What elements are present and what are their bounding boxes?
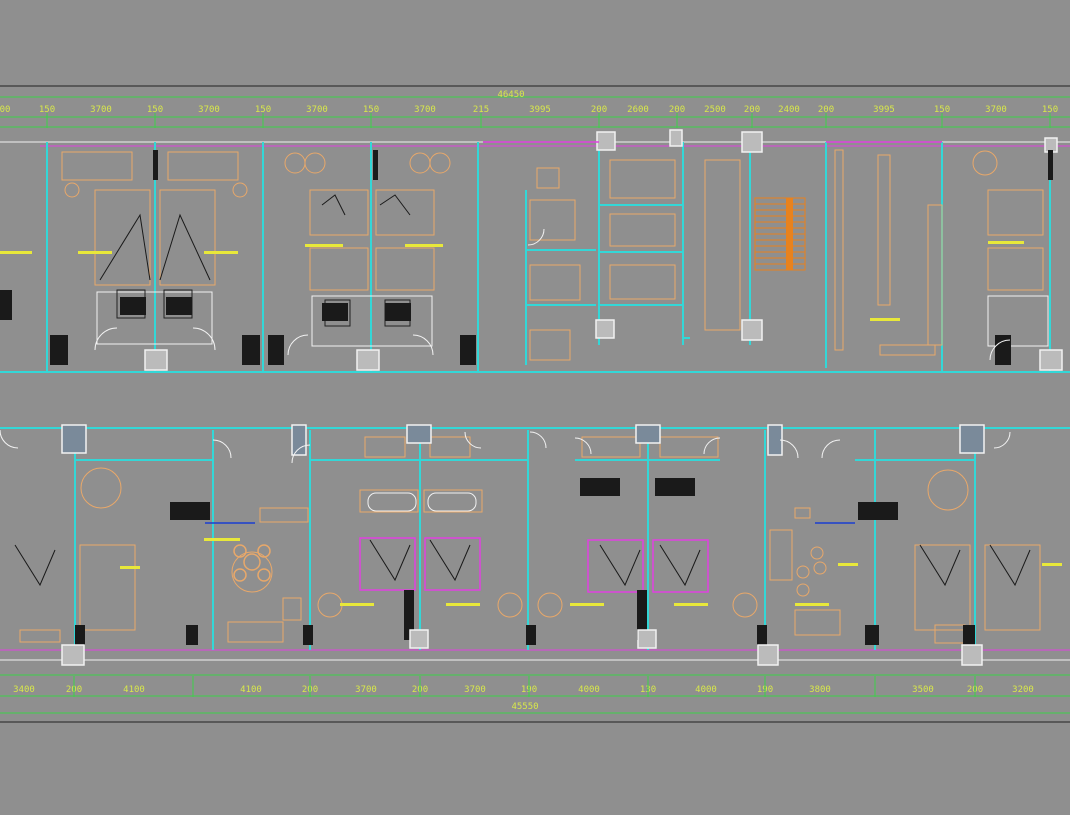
top-dim-label: 150	[934, 105, 950, 115]
bottom-dim-label: 3700	[464, 685, 486, 695]
bottom-dim-label: 3400	[13, 685, 35, 695]
top-dim-label: 3700	[985, 105, 1007, 115]
top-floor-plan	[0, 129, 1070, 373]
bottom-room-furniture	[19, 436, 1041, 644]
bottom-room-labels	[120, 538, 1062, 606]
bottom-dim-label: 3500	[912, 685, 934, 695]
top-dim-label: 150	[1042, 105, 1058, 115]
top-partition-walls	[46, 142, 1051, 372]
bottom-dimension-chain: 45550 3400 200 4100 4100 200 3700 200 37…	[0, 674, 1070, 723]
top-dim-label: 200	[591, 105, 607, 115]
top-room-furniture	[61, 149, 1044, 361]
top-dim-label: 3700	[198, 105, 220, 115]
top-room-labels	[0, 241, 1024, 321]
top-dim-label: 3700	[414, 105, 436, 115]
top-dim-label: 200	[669, 105, 685, 115]
bottom-dim-label: 4000	[578, 685, 600, 695]
bottom-door-swings	[0, 429, 1011, 464]
top-dim-label: 2400	[778, 105, 800, 115]
top-dimension-labels: 00 150 3700 150 3700 150 3700 150 3700 2…	[0, 105, 1058, 115]
top-dimension-ticks	[46, 113, 1051, 128]
top-dim-label: 150	[255, 105, 271, 115]
lounge-table	[233, 544, 271, 582]
top-overall-dimension: 46450	[497, 90, 524, 100]
top-dark-strips	[120, 297, 411, 321]
top-dim-label: 2500	[704, 105, 726, 115]
bottom-dim-label: 4000	[695, 685, 717, 695]
top-wardrobes	[0, 150, 1053, 365]
bottom-dim-label: 4100	[123, 685, 145, 695]
top-dim-label: 3995	[873, 105, 895, 115]
top-dim-label: 00	[0, 105, 10, 115]
bottom-overall-dimension: 45550	[511, 702, 538, 712]
top-stairwell	[754, 197, 806, 271]
bottom-dim-label: 4100	[240, 685, 262, 695]
bottom-floor-plan	[0, 424, 1070, 666]
top-dim-label: 200	[744, 105, 760, 115]
top-beds	[99, 194, 411, 281]
bottom-dim-label: 3700	[355, 685, 377, 695]
top-door-swings	[94, 228, 1011, 361]
top-dim-label: 215	[473, 105, 489, 115]
top-dim-label: 150	[147, 105, 163, 115]
top-dim-label: 3995	[529, 105, 551, 115]
top-dim-label: 3700	[306, 105, 328, 115]
top-dim-label: 2600	[627, 105, 649, 115]
top-dim-label: 200	[818, 105, 834, 115]
top-dimension-chain: 46450 00 150 3700 150 3700 150 3700 150 …	[0, 85, 1070, 128]
bottom-columns	[61, 424, 985, 666]
bottom-dim-label: 3200	[1012, 685, 1034, 695]
bottom-dark-fixtures	[75, 478, 975, 645]
top-dim-label: 150	[39, 105, 55, 115]
top-dim-label: 150	[363, 105, 379, 115]
bottom-bathtubs	[367, 492, 477, 512]
bottom-dimension-ticks	[73, 676, 976, 697]
bottom-dim-label: 3800	[809, 685, 831, 695]
bottom-beds	[14, 537, 1031, 593]
top-dim-label: 3700	[90, 105, 112, 115]
